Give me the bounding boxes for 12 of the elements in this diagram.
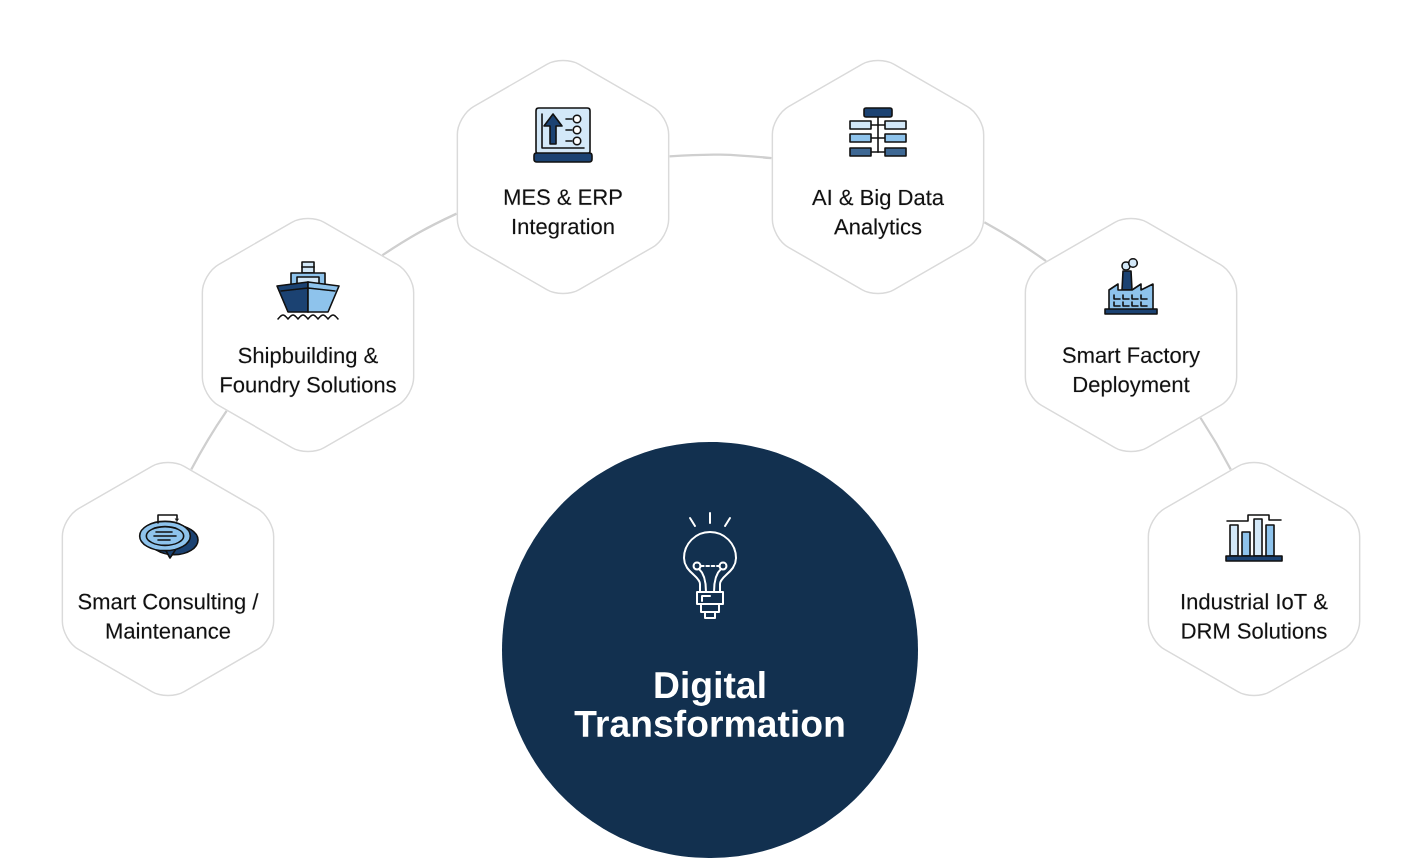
connector-line [190,410,228,471]
hexagon-card: AI & Big Data Analytics [771,59,985,295]
hexagon-card: Smart Consulting / Maintenance [61,461,275,697]
circle-title: Digital Transformation [574,670,844,738]
connector-line [1199,417,1232,471]
connector-line [669,153,772,160]
hexagon-card: Shipbuilding & Foundry Solutions [201,217,415,453]
connector-line [983,221,1047,263]
hexagon-card: Industrial IoT & DRM Solutions [1147,461,1361,697]
hexagon-card: MES & ERP Integration [456,59,670,295]
hexagon-card: Smart Factory Deployment [1024,217,1238,453]
connector-line [381,212,458,257]
